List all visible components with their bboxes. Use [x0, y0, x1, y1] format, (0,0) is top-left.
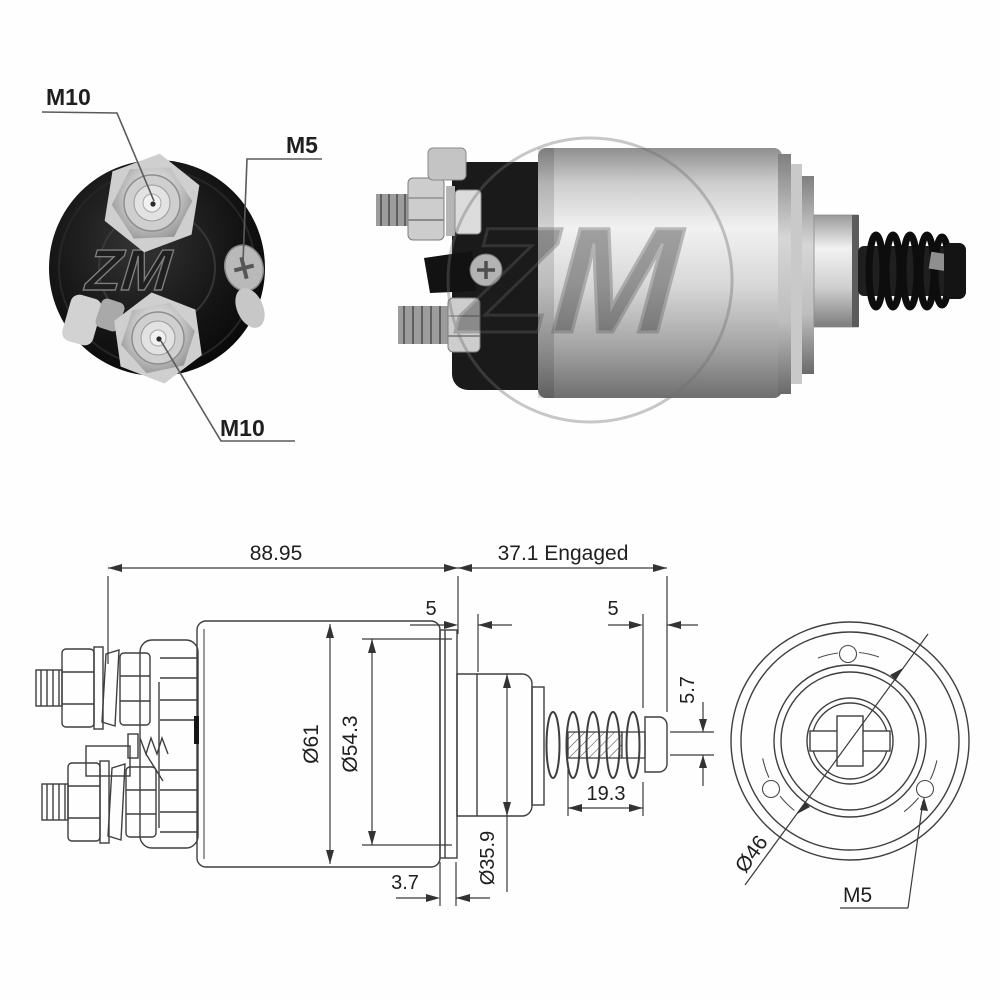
watermark-text: ZM: [452, 196, 687, 364]
photo-watermark: ZM: [446, 136, 734, 424]
photo-bottom-stud: [398, 297, 481, 353]
dim-flange-thickness: 3.7: [391, 872, 419, 894]
m10-top-label: M10: [46, 84, 91, 110]
sv-dimensions: 88.95 37.1 Engaged 5 5 5.7: [107, 542, 714, 906]
photo-boss: [813, 214, 859, 328]
dim-spring-length: 19.3: [587, 783, 626, 805]
callout-m10-bottom: M10: [160, 340, 295, 442]
dim-body-length: 88.95: [250, 542, 303, 565]
sv-return-spring: [545, 711, 641, 779]
photo-end-rings: [778, 154, 814, 394]
sv-bottom-stud: [41, 760, 157, 844]
dim-mount-thread: M5: [843, 884, 872, 907]
side-view-drawing: 88.95 37.1 Engaged 5 5 5.7: [35, 542, 714, 906]
photo-mid-terminal: [424, 251, 503, 293]
fv-circles: [730, 621, 970, 861]
sv-mid-screw: [85, 733, 169, 782]
fv-bolt-holes: [761, 644, 938, 813]
dim-body-dia: Ø61: [300, 724, 323, 764]
photo-plunger-spring: [858, 231, 966, 311]
dim-bolt-circle: Ø46: [731, 831, 773, 877]
product-photo: ZM: [376, 136, 966, 424]
front-view-drawing: Ø46 M5: [730, 621, 970, 909]
dim-boss-dia: Ø35.9: [477, 831, 499, 885]
dim-tip-travel: 5: [607, 598, 618, 620]
sv-boss: [456, 673, 545, 817]
photo-top-stud: [376, 147, 482, 241]
dim-rod-dia: 5.7: [677, 676, 699, 704]
dim-flange-offset: 5: [425, 598, 436, 620]
dim-rear-dia: Ø54.3: [339, 715, 362, 772]
rear-washer-tabs: [62, 294, 125, 346]
callout-m10-top: M10: [41, 84, 155, 202]
zm-logo: ZM: [81, 238, 175, 303]
terminal-bolt-top: [104, 153, 200, 253]
m10-bottom-label: M10: [220, 415, 265, 441]
sv-mounting-flange: [439, 629, 458, 859]
m5-screw: [223, 244, 265, 292]
fv-m5-callout: M5: [840, 797, 928, 909]
sv-top-stud: [35, 646, 151, 730]
sv-contact-mark: [194, 716, 199, 744]
m5-screw-shadow: [235, 288, 265, 328]
photo-main-cylinder: [538, 148, 782, 398]
callout-m5: M5: [242, 132, 322, 263]
terminal-bolt-bottom: [114, 292, 202, 384]
rear-view-photo: ZM: [41, 84, 322, 442]
dim-engaged: 37.1 Engaged: [498, 542, 629, 565]
m5-label: M5: [286, 132, 318, 158]
sv-rear-cap: [139, 639, 199, 849]
